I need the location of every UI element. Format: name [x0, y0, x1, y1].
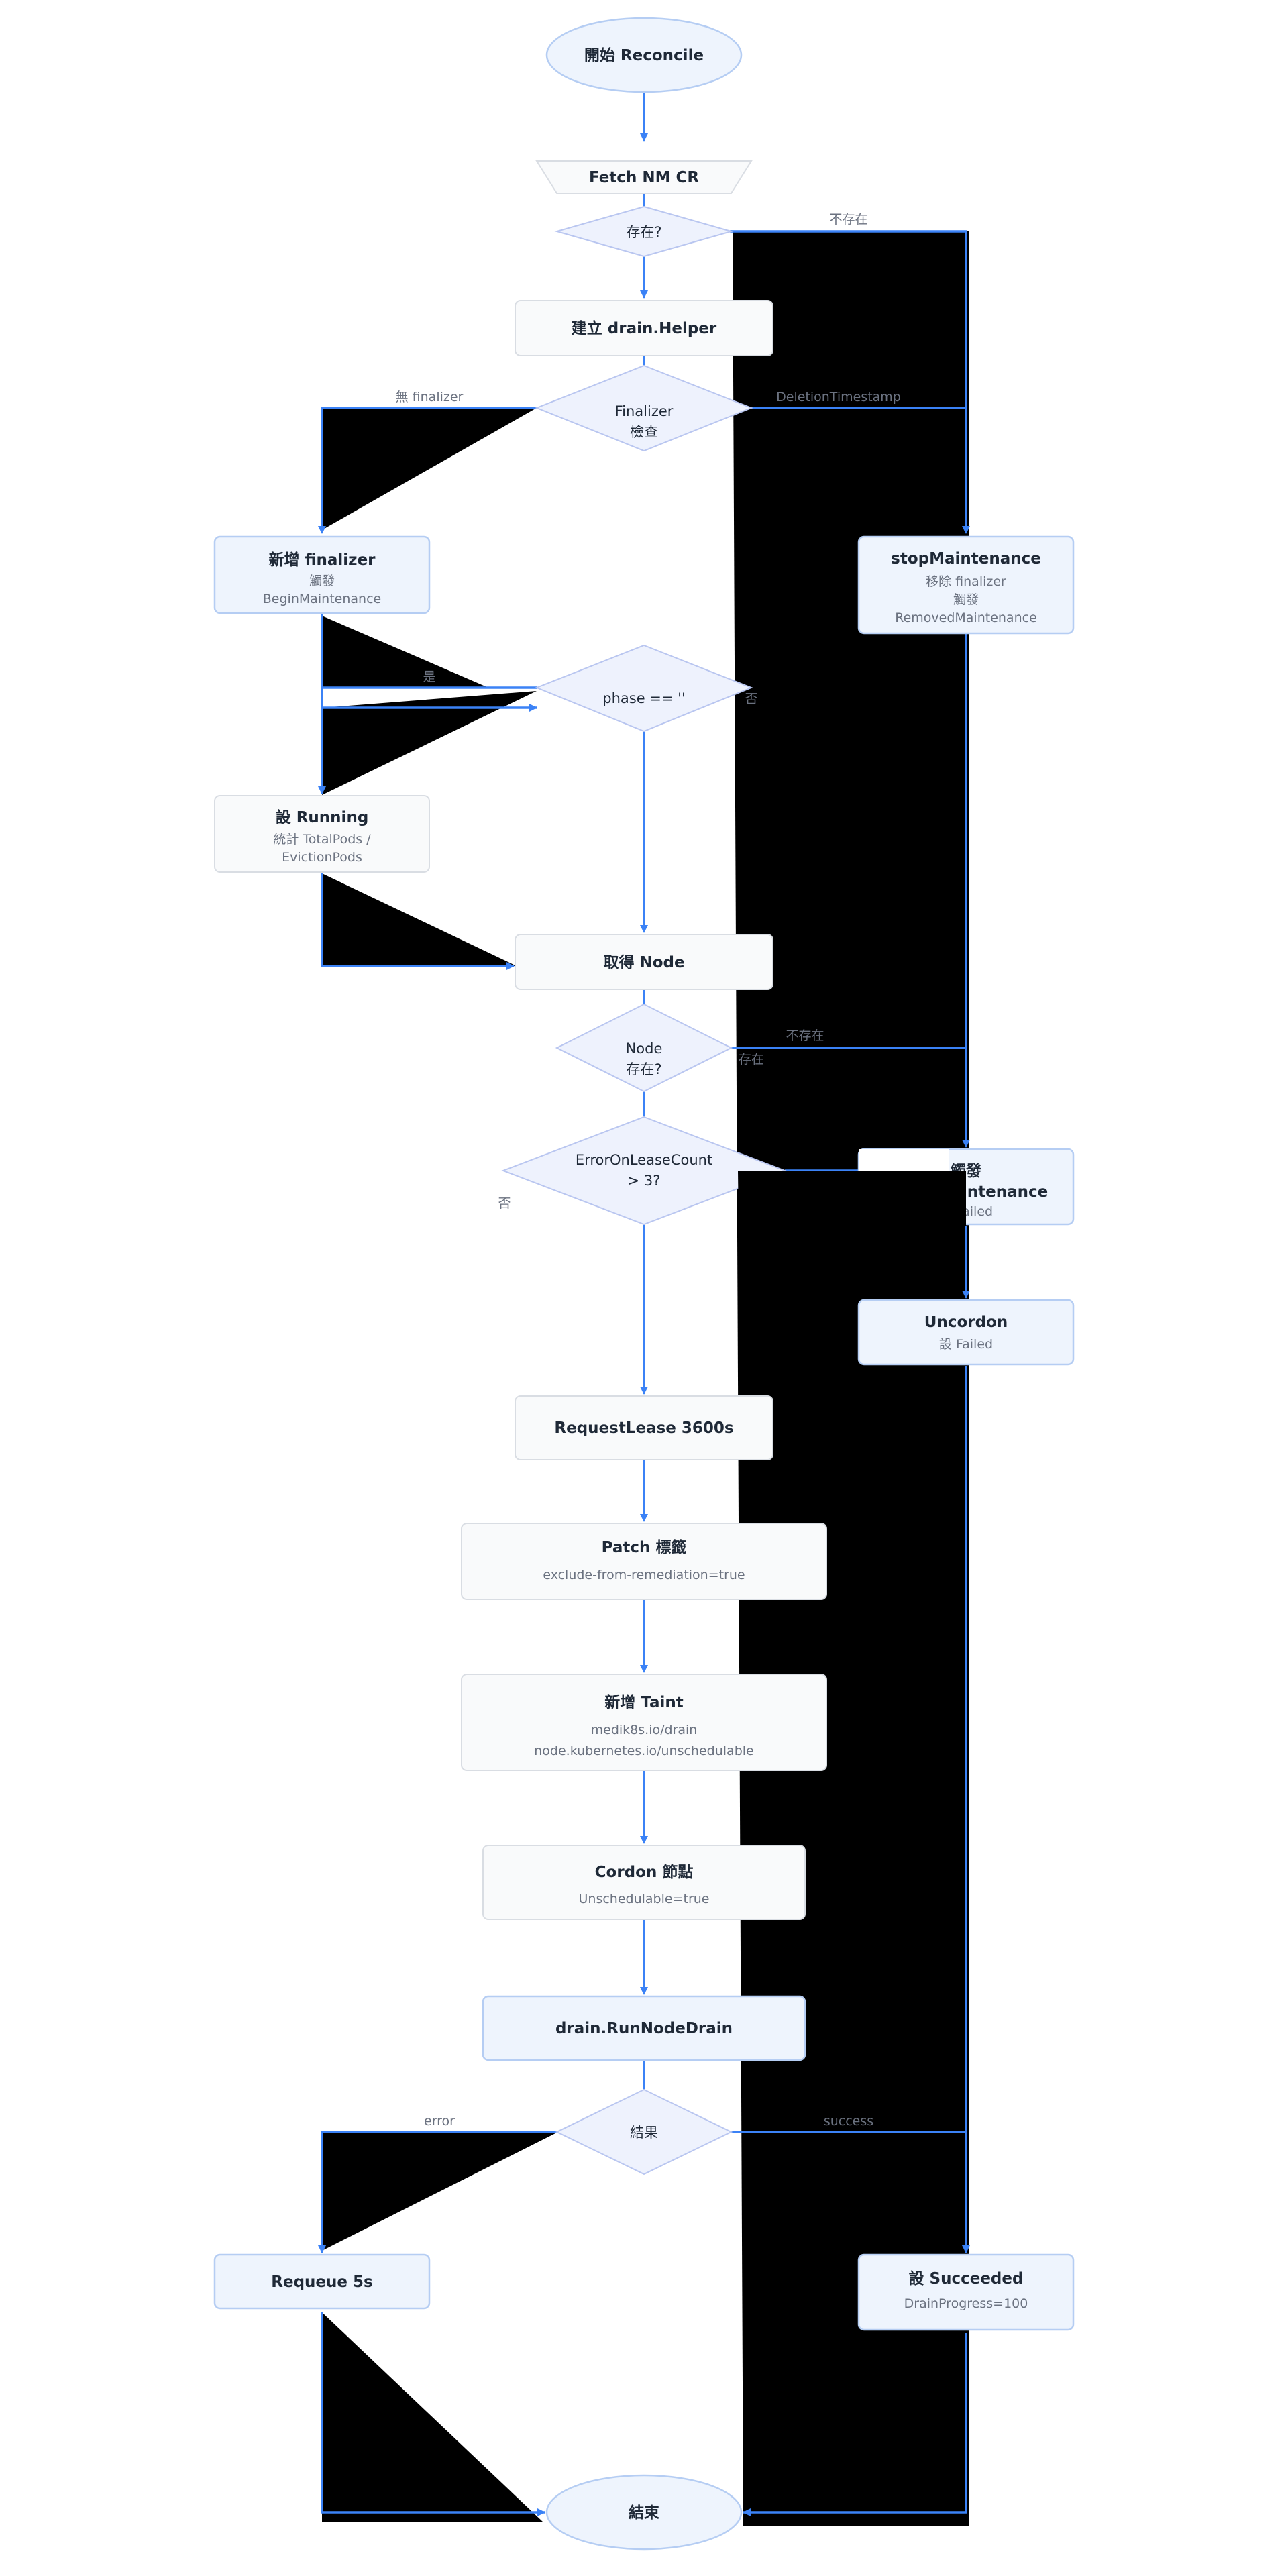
node-stop-maintenance-line1: 移除 finalizer	[926, 574, 1006, 589]
node-cordon-line1: Unschedulable=true	[579, 1892, 710, 1907]
node-cordon-title: Cordon 節點	[595, 1863, 694, 1881]
node-start-title: 開始 Reconcile	[584, 46, 704, 64]
node-start: 開始 Reconcile	[545, 17, 743, 93]
label-phase-no: 否	[745, 692, 757, 706]
node-add-finalizer-title: 新增 finalizer	[268, 551, 376, 569]
black-region-occluder	[738, 1171, 966, 1226]
node-finalizer-check-line2: 檢查	[630, 424, 658, 440]
label-lease-no: 否	[498, 1196, 511, 1211]
node-exists: 存在?	[554, 205, 734, 258]
node-request-lease: RequestLease 3600s	[515, 1395, 773, 1460]
edge-phase-yes	[321, 686, 537, 712]
edge-finalizer-no	[318, 407, 537, 534]
node-finalizer-check: Finalizer 檢查	[535, 364, 753, 452]
node-lease-check: ErrorOnLeaseCount > 3?	[501, 1116, 787, 1226]
node-node-exists-line2: 存在?	[626, 1061, 661, 1077]
node-lease-check-line1: ErrorOnLeaseCount	[576, 1152, 712, 1168]
node-finalizer-check-line1: Finalizer	[615, 403, 674, 419]
node-succeeded-line1: DrainProgress=100	[904, 2296, 1028, 2311]
node-succeeded-title: 設 Succeeded	[909, 2269, 1024, 2288]
label-error: error	[424, 2114, 455, 2129]
black-region-running	[322, 873, 517, 966]
label-not-exist-1: 不存在	[829, 212, 867, 227]
node-patch-title: Patch 標籤	[602, 1538, 687, 1556]
label-node-exists: 存在	[739, 1052, 764, 1067]
label-not-exist-2: 不存在	[786, 1028, 824, 1043]
black-region-phase-upper	[322, 616, 488, 688]
node-patch-line1: exclude-from-remediation=true	[543, 1568, 745, 1582]
label-no-finalizer: 無 finalizer	[396, 390, 464, 405]
edge-running-getnode	[321, 872, 515, 970]
node-drain: drain.RunNodeDrain	[482, 1995, 806, 2061]
node-add-finalizer: 新增 finalizer 觸發 BeginMaintenance	[213, 535, 431, 614]
label-deletion-timestamp: DeletionTimestamp	[776, 390, 901, 405]
node-stop-maintenance-line2: 觸發	[953, 592, 979, 607]
node-taint-title: 新增 Taint	[604, 1693, 684, 1711]
edge-labels: 不存在 無 finalizer DeletionTimestamp 是 否 不存…	[396, 212, 901, 2129]
node-succeeded: 設 Succeeded DrainProgress=100	[857, 2253, 1075, 2331]
node-taint: 新增 Taint medik8s.io/drain node.kubernete…	[461, 1674, 827, 1771]
node-lease-check-line2: > 3?	[628, 1173, 661, 1189]
label-success: success	[824, 2114, 873, 2129]
node-result: 結果	[555, 2088, 733, 2176]
node-add-finalizer-line2: BeginMaintenance	[263, 592, 381, 606]
node-phase-check: phase == ''	[535, 644, 753, 733]
edge-requeue-end	[321, 2312, 545, 2516]
node-cordon: Cordon 節點 Unschedulable=true	[482, 1845, 806, 1920]
node-phase-check-title: phase == ''	[602, 690, 685, 706]
node-fetch-title: Fetch NM CR	[589, 169, 699, 186]
label-phase-yes: 是	[423, 669, 435, 684]
black-region-requeue	[322, 2312, 543, 2522]
fail-box-top-gap	[859, 1149, 949, 1171]
edge-result-error	[318, 2131, 558, 2253]
node-taint-line2: node.kubernetes.io/unschedulable	[534, 1743, 753, 1758]
node-add-finalizer-line1: 觸發	[309, 574, 335, 588]
node-drain-title: drain.RunNodeDrain	[555, 2020, 733, 2037]
node-get-node: 取得 Node	[515, 934, 773, 990]
node-exists-title: 存在?	[626, 224, 661, 240]
black-region-finalizer-left	[322, 408, 537, 530]
node-set-running-title: 設 Running	[276, 808, 369, 826]
node-requeue: Requeue 5s	[213, 2253, 431, 2310]
black-region-right-column	[733, 231, 969, 2526]
node-result-title: 結果	[630, 2125, 658, 2141]
node-taint-line1: medik8s.io/drain	[591, 1723, 698, 1737]
edge-succeeded-end	[743, 2333, 967, 2516]
node-node-exists: Node 存在?	[555, 1003, 733, 1093]
node-set-running: 設 Running 統計 TotalPods / EvictionPods	[214, 795, 430, 873]
node-set-running-line2: EvictionPods	[282, 850, 362, 865]
node-stop-maintenance: stopMaintenance 移除 finalizer 觸發 RemovedM…	[857, 535, 1075, 635]
black-region-phase-lower	[322, 691, 537, 795]
node-get-node-title: 取得 Node	[603, 953, 684, 971]
node-request-lease-title: RequestLease 3600s	[554, 1419, 733, 1437]
node-node-exists-line1: Node	[626, 1040, 663, 1057]
node-helper: 建立 drain.Helper	[515, 300, 773, 356]
node-uncordon-line1: 設 Failed	[939, 1337, 993, 1352]
node-uncordon-title: Uncordon	[924, 1313, 1008, 1331]
connectors	[318, 92, 970, 2516]
node-end-title: 結束	[629, 2504, 660, 2522]
node-end: 結束	[545, 2474, 743, 2551]
edge-exists-not-exist	[730, 230, 970, 534]
node-patch: Patch 標籤 exclude-from-remediation=true	[461, 1523, 827, 1600]
node-helper-title: 建立 drain.Helper	[572, 319, 717, 337]
node-set-running-line1: 統計 TotalPods /	[273, 832, 371, 847]
node-fetch: Fetch NM CR	[535, 160, 753, 194]
black-region-result-left	[322, 2132, 558, 2251]
node-uncordon: Uncordon 設 Failed	[857, 1299, 1075, 1366]
node-stop-maintenance-line3: RemovedMaintenance	[895, 610, 1037, 625]
node-requeue-title: Requeue 5s	[271, 2273, 372, 2291]
node-stop-maintenance-title: stopMaintenance	[891, 550, 1041, 568]
